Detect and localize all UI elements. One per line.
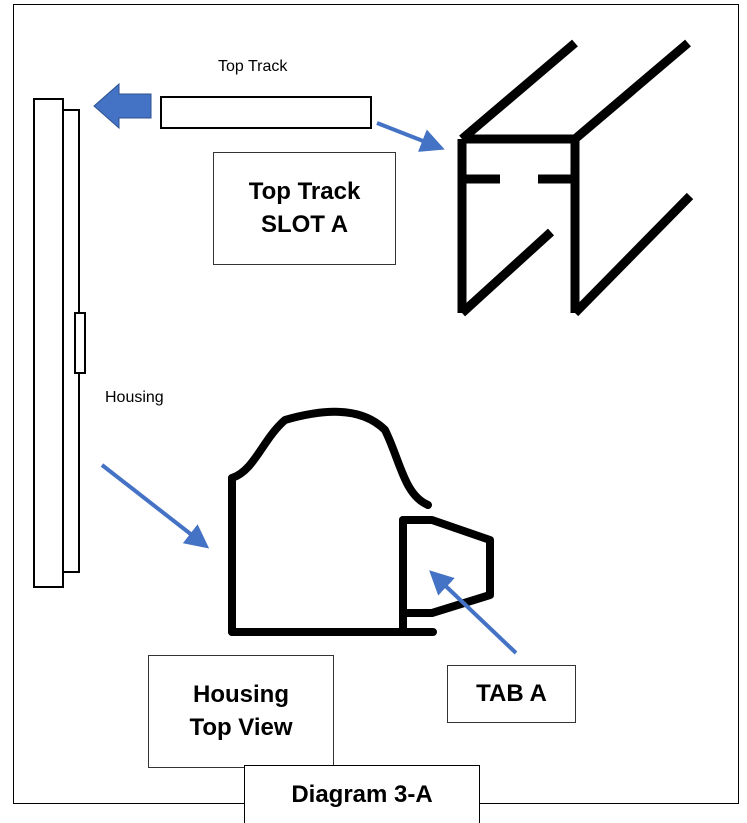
diagram-caption: Diagram 3-A [244, 765, 480, 823]
tab-a-box: TAB A [447, 665, 576, 723]
housing-top-view-line1: Housing [193, 681, 289, 709]
housing-label: Housing [105, 389, 164, 406]
top-track-bar [160, 96, 372, 129]
left-block-arrow [93, 82, 152, 130]
top-track-slot-profile [457, 39, 694, 317]
housing-arrow [100, 463, 210, 549]
tab-a-arrow [429, 570, 518, 655]
housing-top-view-shape [228, 407, 494, 636]
top-track-label: Top Track [218, 58, 288, 75]
slot-a-box-line2: SLOT A [260, 210, 349, 238]
housing-top-view-line2: Top View [189, 713, 293, 741]
slot-a-box: Top Track SLOT A [213, 152, 396, 265]
tab-a-label: TAB A [476, 679, 547, 707]
slot-a-box-line1: Top Track [248, 178, 361, 206]
housing-side-view [33, 98, 86, 588]
top-track-arrow [376, 121, 445, 152]
diagram-caption-text: Diagram 3-A [291, 780, 433, 808]
housing-top-view-box: Housing Top View [148, 655, 334, 768]
